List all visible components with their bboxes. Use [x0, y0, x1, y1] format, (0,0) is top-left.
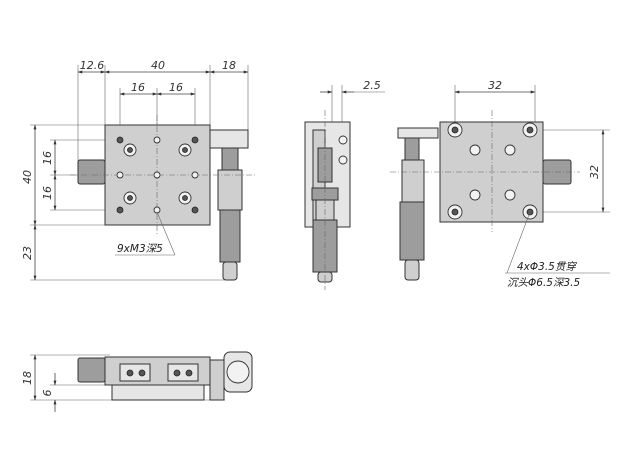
dim-front-vpitch-bottom: 16 [41, 186, 54, 200]
rear-micrometer-thimble [399, 201, 425, 261]
side-view: 2.5 [304, 79, 385, 290]
rear-micrometer-tip [404, 137, 420, 161]
bottom-plate-base [111, 384, 205, 401]
dim-front-offset: 12.6 [80, 59, 105, 72]
dim-rear-width: 32 [488, 79, 502, 92]
rear-micrometer-ratchet [404, 259, 420, 281]
mount-bracket [209, 129, 249, 149]
tapped-hole-grid [116, 136, 199, 214]
bottom-bracket [209, 359, 225, 401]
bottom-micrometer-face [226, 360, 250, 384]
dim-bottom-inner: 6 [41, 390, 54, 397]
dim-front-micrometer: 23 [21, 246, 34, 260]
dim-front-pitch-left: 16 [131, 81, 145, 94]
side-knob-left [77, 159, 106, 185]
counterbore-holes-front [123, 143, 192, 205]
dim-front-pitch-right: 16 [169, 81, 183, 94]
note-counterbore-line1: 4xΦ3.5贯穿 [517, 261, 577, 273]
bottom-view: 18 6 [21, 351, 253, 412]
micrometer-tip [221, 147, 239, 171]
dim-front-knob: 18 [222, 59, 236, 72]
rear-mount-holes [469, 144, 516, 201]
rear-micrometer-sleeve [401, 159, 425, 203]
dim-side-offset: 2.5 [363, 79, 381, 92]
front-view: 12.6 40 18 16 16 40 16 16 23 [21, 59, 255, 281]
dim-front-height: 40 [21, 170, 34, 184]
bottom-side-knob [77, 357, 106, 383]
rear-view: 32 32 4xΦ3.5贯穿 沉头Φ6.5深3.5 [390, 79, 610, 289]
dim-front-width: 40 [151, 59, 165, 72]
dim-rear-height: 32 [588, 165, 601, 179]
micrometer-sleeve [217, 169, 243, 211]
dim-front-vpitch-top: 16 [41, 151, 54, 165]
rear-bracket [397, 127, 439, 139]
note-tapped-holes: 9xM3深5 [117, 243, 163, 255]
dim-bottom-height: 18 [21, 371, 34, 385]
micrometer-ratchet [222, 261, 238, 281]
micrometer-thimble [219, 209, 241, 263]
bottom-screw-pairs [119, 363, 199, 382]
note-counterbore-line2: 沉头Φ6.5深3.5 [507, 277, 580, 289]
